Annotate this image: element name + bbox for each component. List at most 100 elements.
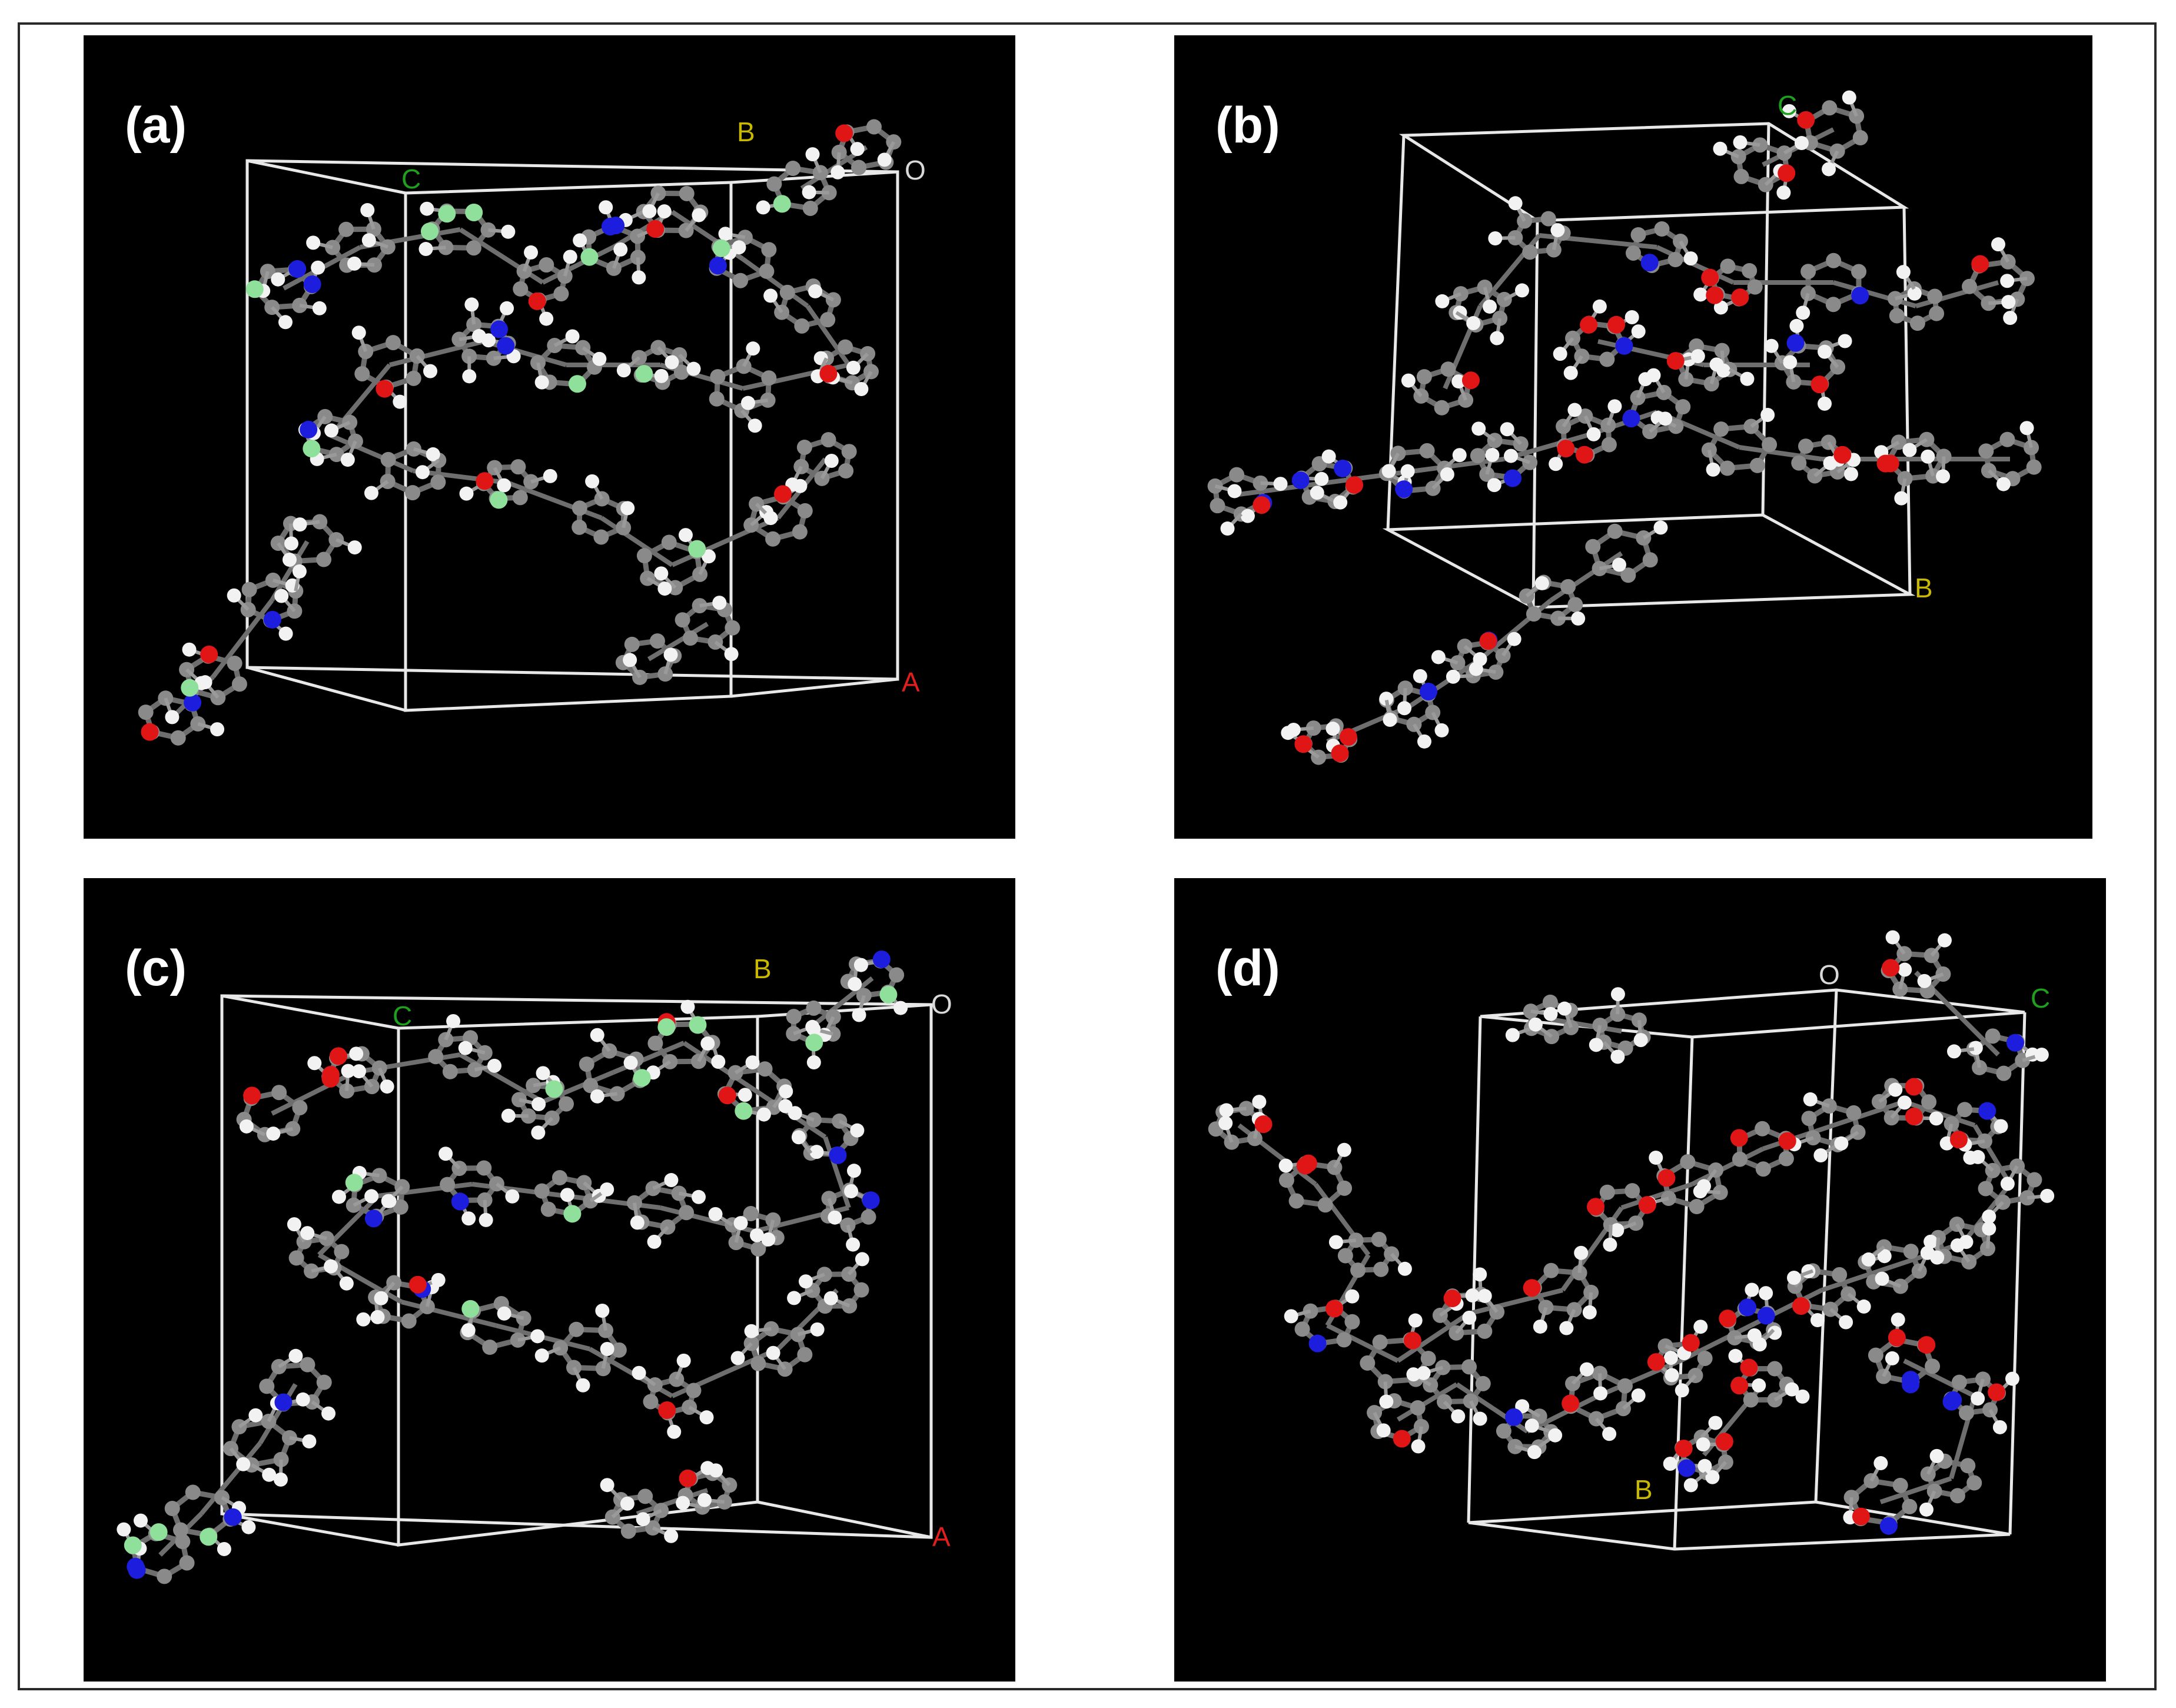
atom [1580,315,1598,334]
atom [1697,1350,1713,1366]
atom [879,985,898,1003]
atom [700,1036,715,1051]
atom [288,1348,303,1363]
atom [351,325,366,340]
molecular-render-c: B C O A [117,950,952,1584]
atom [1631,324,1646,339]
atom [1576,446,1594,464]
atom [1560,579,1576,594]
atom [1861,1252,1876,1267]
atom [1785,1382,1799,1397]
atom [1690,349,1705,364]
atom [572,500,587,516]
atom [560,1188,574,1202]
atom [366,221,381,237]
atom [1971,255,1989,273]
atom [1567,403,1582,417]
bond [459,1052,544,1104]
atom [239,1119,254,1134]
atom [1434,400,1450,416]
atom [748,418,762,433]
atom [740,396,755,410]
atom [1624,310,1639,324]
atom [647,1234,662,1249]
atom [1920,1245,1935,1260]
atom [1240,509,1255,523]
atom [823,1291,838,1305]
atom [576,1378,590,1393]
atom [349,1046,364,1061]
atom [1749,457,1765,473]
atom [1667,252,1683,268]
axis-label-c: C [393,1001,412,1031]
atom [1401,373,1416,388]
atom [774,485,792,503]
atom [1747,279,1763,295]
bond [258,1383,298,1445]
axis-label-b: B [737,117,755,147]
bond [647,622,709,662]
atom [1367,1405,1383,1421]
atom [877,152,892,167]
atom [1792,1297,1810,1315]
atom [513,281,529,297]
atom [321,1069,340,1088]
atom [1360,1355,1376,1371]
atom [236,1457,251,1471]
atom [1675,1383,1689,1398]
atom [733,1216,748,1231]
bond [389,339,484,367]
atom [853,958,868,972]
atom [1470,448,1486,464]
atom [1846,1105,1862,1121]
atom [1877,1249,1892,1264]
atom [730,1351,745,1365]
atom [1693,1320,1708,1334]
atom [620,1496,634,1511]
atom [1473,1267,1487,1282]
atom [1571,611,1586,626]
atom [1325,1300,1344,1318]
atom [1461,371,1480,390]
bond [812,976,874,1028]
atom [787,1291,802,1305]
atom [462,369,477,384]
atom [1400,464,1415,478]
atom [1419,683,1437,701]
atom [345,1197,361,1213]
atom [1660,1190,1676,1206]
atom [600,1341,614,1356]
bond [636,1488,709,1516]
atom [157,1569,172,1584]
atom [1888,1082,1903,1097]
atom [1675,399,1691,415]
atom [341,1064,356,1078]
atom [673,364,689,380]
atom [170,730,186,746]
atom [1839,1315,1853,1330]
atom [1885,930,1900,945]
atom [1227,484,1242,499]
atom [347,256,362,271]
atom [568,375,586,393]
atom [1411,1439,1426,1454]
atom [1310,486,1324,500]
atom [1881,454,1899,473]
atom [733,273,749,288]
bond [1620,1182,1693,1210]
atom [1926,1483,1942,1499]
atom [1907,286,1922,301]
atom [1868,1347,1883,1363]
atom [1879,1517,1898,1535]
atom [1435,294,1450,308]
atom [401,1313,417,1329]
atom [141,723,159,741]
atom [423,364,438,378]
atom [1475,1375,1491,1391]
bond [1832,280,1917,308]
panel-label: (c) [125,940,187,996]
atom [1538,1300,1554,1315]
atom [1689,1199,1705,1215]
atom [2006,1034,2024,1052]
atom [1834,1136,1849,1151]
